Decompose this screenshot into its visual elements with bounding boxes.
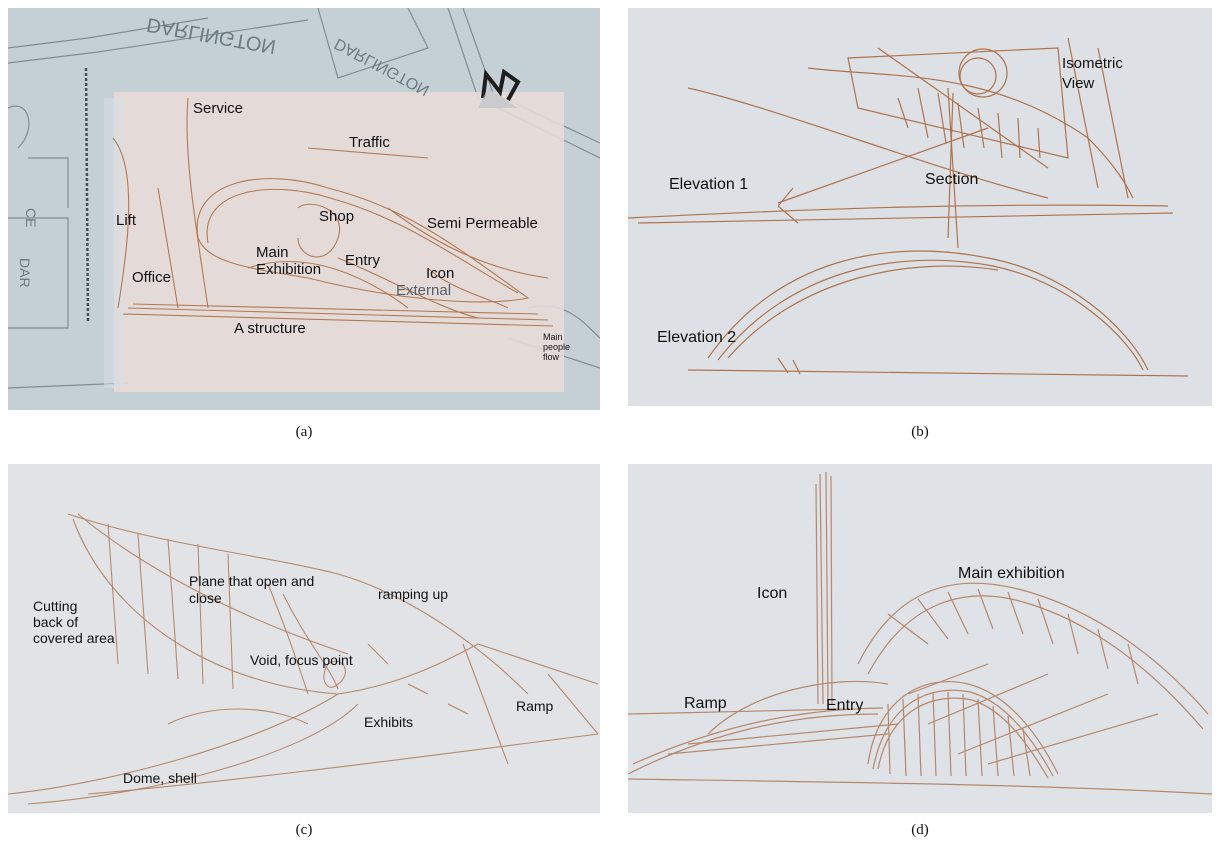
map-street-name-top: DARLINGTON	[145, 13, 278, 57]
map-street-name-left2: CE	[23, 208, 39, 227]
label-isometric-view: Isometric View	[1062, 55, 1123, 92]
label-cutting-back: Cutting back of covered area	[33, 598, 115, 646]
label-ramping-up: ramping up	[378, 586, 449, 602]
panel-b: Isometric View Elevation 1 Section Eleva…	[628, 8, 1212, 406]
label-plane-open-close: Plane that open and close	[189, 573, 315, 606]
site-plan-map: DARLINGTON DARLINGTON DAR CE	[8, 8, 600, 392]
caption-c: (c)	[295, 822, 313, 838]
label-main-exhibition: Main Exhibition	[256, 244, 322, 278]
label-external: External	[396, 282, 452, 299]
label-icon: Icon	[426, 265, 455, 282]
label-icon: Icon	[757, 585, 788, 602]
label-void-focus-point: Void, focus point	[250, 652, 353, 668]
label-exhibits: Exhibits	[364, 714, 414, 730]
caption-a: (a)	[295, 424, 313, 440]
caption-b: (b)	[911, 424, 929, 440]
label-entry: Entry	[345, 252, 381, 269]
caption-d: (d)	[911, 822, 929, 838]
label-a-structure: A structure	[234, 320, 306, 337]
label-entry: Entry	[826, 697, 864, 714]
label-office: Office	[132, 269, 171, 286]
sketch-elevations	[628, 37, 1189, 377]
label-lift: Lift	[116, 212, 137, 229]
panel-c: Plane that open and close Cutting back o…	[8, 464, 600, 813]
label-main-people-flow: Main people flow	[543, 332, 571, 362]
label-traffic: Traffic	[349, 134, 390, 151]
label-main-exhibition: Main exhibition	[958, 565, 1065, 582]
label-elevation-2: Elevation 2	[657, 329, 737, 346]
label-section: Section	[925, 171, 979, 188]
sketch-dome	[8, 513, 599, 805]
map-street-name-left: DAR	[17, 258, 33, 288]
label-ramp: Ramp	[684, 695, 727, 712]
panel-d: Icon Main exhibition Ramp Entry	[628, 464, 1212, 813]
sketch-perspective	[628, 471, 1212, 795]
label-ramp: Ramp	[516, 698, 554, 714]
panel-a: DARLINGTON DARLINGTON DAR CE Service Tra…	[8, 8, 600, 410]
label-shop: Shop	[319, 208, 355, 225]
label-elevation-1: Elevation 1	[669, 176, 749, 193]
map-street-name-top2: DARLINGTON	[332, 34, 432, 98]
label-semi-permeable: Semi Permeable	[427, 215, 538, 232]
label-dome-shell: Dome, shell	[123, 770, 197, 786]
label-service: Service	[193, 100, 244, 117]
north-arrow-icon	[478, 68, 521, 108]
